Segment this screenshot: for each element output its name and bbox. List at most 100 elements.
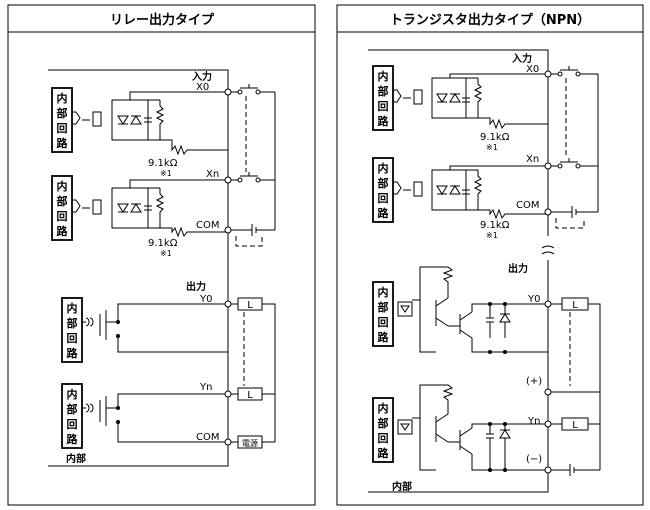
- phototransistor-icon: [393, 181, 402, 195]
- capacitor-icon: [144, 112, 152, 128]
- internal-circuit-char: 部: [378, 300, 389, 314]
- input-resistor-wire: [148, 187, 228, 238]
- terminal-yn-label: Yn: [199, 382, 212, 393]
- transistor-icon: [435, 297, 449, 327]
- input-resistor-wire: [148, 99, 228, 156]
- diode-icon: [130, 115, 142, 125]
- terminal-xn: [544, 162, 552, 170]
- load-label: L: [572, 300, 578, 311]
- resistor-icon: [155, 188, 165, 228]
- internal-circuit-box: [372, 157, 394, 223]
- output-emitter-wire: [419, 418, 436, 471]
- internal-circuit-box: [51, 87, 73, 153]
- load-y0: [237, 297, 263, 311]
- photodiode-icon: [92, 111, 102, 127]
- terminal-xn-label: Xn: [206, 169, 219, 180]
- input-switch-xn: [231, 172, 275, 183]
- note-label: ※1: [160, 169, 172, 178]
- terminal-com: [224, 226, 232, 234]
- power-supply-box: [237, 435, 263, 449]
- internal-circuit-char: 路: [378, 446, 390, 460]
- relay-panel-title: リレー出力タイプ: [110, 12, 215, 28]
- phototransistor-icon: [72, 199, 81, 213]
- transistor-output-circuit-2: 内 部 回 路: [372, 384, 548, 472]
- power-label: 電源: [242, 439, 258, 448]
- input-power-supply: [231, 92, 276, 236]
- load-label: L: [247, 300, 253, 311]
- capacitor-icon: [462, 184, 470, 200]
- resistor-value-label: 9.1kΩ: [148, 238, 178, 249]
- output-collector-wire: [448, 423, 548, 471]
- internal-label: 内部: [392, 480, 412, 493]
- terminal-xn: [224, 176, 232, 184]
- terminal-minus-label: (−): [526, 454, 542, 465]
- internal-circuit-char: 路: [67, 346, 79, 360]
- diode-bridge-frame: [431, 169, 467, 211]
- internal-circuit-char: 回: [67, 331, 78, 345]
- led-icon: [397, 301, 413, 317]
- internal-circuit-char: 内: [378, 401, 389, 415]
- relay-input-circuit-2: 内 部 回 路 9.1kΩ ※1: [51, 175, 228, 258]
- load-y0: [561, 297, 589, 311]
- input-power-supply: [551, 74, 599, 218]
- input-label: 入力: [512, 52, 532, 65]
- relay-input-circuit-1: 内 部 回 路 9.1kΩ ※1: [51, 87, 228, 178]
- relay-output-circuit-2: 内 部 回 路: [61, 383, 228, 449]
- terminal-x0-label: X0: [526, 64, 539, 75]
- resistor-value-label: 9.1kΩ: [480, 220, 510, 231]
- transistor-panel: トランジスタ出力タイプ（NPN） 内 部 回 路 9.1kΩ ※1: [336, 4, 644, 506]
- internal-circuit-char: 路: [378, 114, 390, 128]
- capacitor-icon: [486, 304, 494, 338]
- relay-output-circuit-1: 内 部 回 路: [61, 297, 228, 363]
- internal-circuit-char: 部: [57, 194, 68, 208]
- diode-icon: [117, 115, 129, 125]
- diode-icon: [130, 203, 142, 213]
- note-label: ※1: [160, 249, 172, 258]
- terminal-plus-label: (+): [526, 376, 542, 387]
- transistor-icon: [459, 427, 473, 455]
- diode-icon: [449, 93, 461, 103]
- terminal-yn: [544, 420, 552, 428]
- relay-contact-wire: [106, 393, 228, 443]
- internal-circuit-char: 路: [57, 224, 69, 238]
- internal-circuit-char: 内: [57, 91, 68, 105]
- internal-circuit-box: [372, 281, 394, 347]
- input-resistor-wire: [466, 169, 548, 220]
- output-emitter-wire: [419, 300, 436, 353]
- internal-circuit-char: 内: [57, 179, 68, 193]
- diode-bridge-frame: [111, 187, 149, 229]
- internal-circuit-char: 部: [57, 106, 68, 120]
- load-label: L: [572, 420, 578, 431]
- internal-circuit-box: [51, 175, 73, 241]
- terminal-y0: [544, 300, 552, 308]
- input-label: 入力: [192, 70, 212, 83]
- note-label: ※1: [486, 231, 498, 240]
- internal-circuit-char: 内: [378, 69, 389, 83]
- internal-circuit-char: 回: [378, 191, 389, 205]
- capacitor-icon: [144, 200, 152, 216]
- relay-panel-frame: [7, 4, 316, 506]
- output-base-resistor: [412, 266, 454, 301]
- terminal-yn-label: Yn: [527, 416, 540, 427]
- internal-circuit-char: 回: [378, 315, 389, 329]
- supply-dashed-bracket: [555, 218, 585, 229]
- internal-circuit-char: 路: [378, 330, 390, 344]
- internal-circuit-char: 部: [378, 176, 389, 190]
- internal-circuit-box: [372, 397, 394, 463]
- output-label: 出力: [508, 262, 528, 275]
- output-load-wires: [551, 303, 601, 476]
- capacitor-icon: [486, 424, 494, 452]
- resistor-value-label: 9.1kΩ: [480, 132, 510, 143]
- internal-circuit-box: [372, 65, 394, 131]
- photodiode-icon: [413, 89, 423, 105]
- supply-dashed-bracket: [235, 236, 263, 247]
- relay-panel: リレー出力タイプ 内 部 回 路 9.1kΩ ※1 内 部: [7, 4, 316, 506]
- internal-circuit-char: 内: [67, 387, 78, 401]
- terminal-com-out-label: COM: [196, 432, 219, 443]
- transistor-input-circuit-2: 内 部 回 路 9.1kΩ ※1: [372, 157, 548, 240]
- terminal-y0-label: Y0: [199, 294, 212, 305]
- internal-circuit-char: 路: [378, 206, 390, 220]
- transistor-icon: [459, 311, 473, 339]
